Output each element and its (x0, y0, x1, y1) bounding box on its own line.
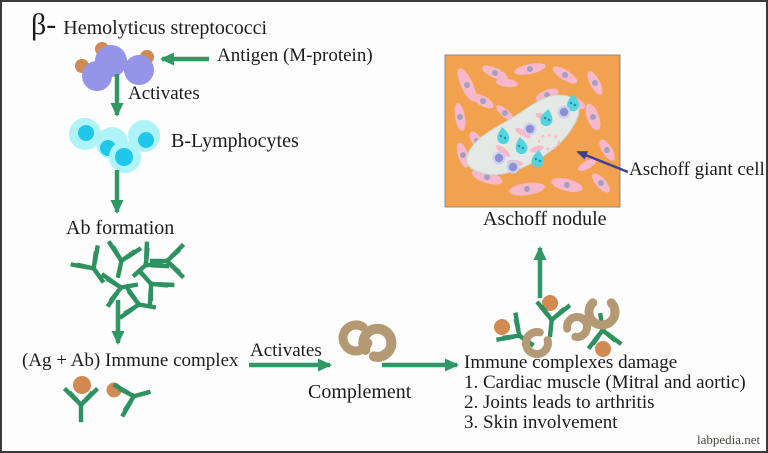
activates-label-2: Activates (250, 340, 322, 361)
damage-item-2: 2. Joints leads to arthritis (464, 392, 655, 413)
beta-symbol: β- (31, 8, 57, 41)
giant-cell-pointer-arrow (576, 150, 629, 174)
complement-shapes (338, 320, 397, 362)
damage-title: Immune complexes damage (464, 352, 678, 373)
flow-arrows (110, 52, 547, 372)
complement-label: Complement (308, 381, 412, 403)
b-lymphocytes-label: B-Lymphocytes (171, 130, 299, 152)
streptococci-cluster (75, 42, 154, 91)
damage-list: Immune complexes damage 1. Cardiac muscl… (464, 353, 746, 433)
ab-formation-label: Ab formation (66, 217, 175, 239)
nodule-blob (466, 94, 580, 176)
antibody-cluster (73, 243, 182, 322)
b-lymphocyte-cells (69, 118, 160, 173)
aschoff-nodule-image (444, 54, 621, 208)
cyan-cells (496, 94, 579, 168)
antigen-label: Antigen (M-protein) (217, 45, 373, 66)
aschoff-giant-cell-label: Aschoff giant cell (629, 159, 765, 180)
activates-label-1: Activates (128, 83, 200, 104)
immune-complex-shapes (66, 376, 152, 420)
damage-complex-cluster (494, 295, 620, 357)
damage-item-3: 3. Skin involvement (464, 412, 618, 433)
aschoff-nodule-caption: Aschoff nodule (483, 208, 607, 230)
organism-name: Hemolyticus streptococci (63, 17, 268, 39)
watermark: labpedia.net (697, 432, 761, 447)
damage-item-1: 1. Cardiac muscle (Mitral and aortic) (464, 372, 746, 393)
organism-title: β- Hemolyticus streptococci (31, 8, 267, 42)
immune-complex-label: (Ag + Ab) Immune complex (22, 350, 239, 371)
nodule-nuclei (492, 105, 571, 174)
giant-cell-nuclei-ring (537, 133, 561, 151)
